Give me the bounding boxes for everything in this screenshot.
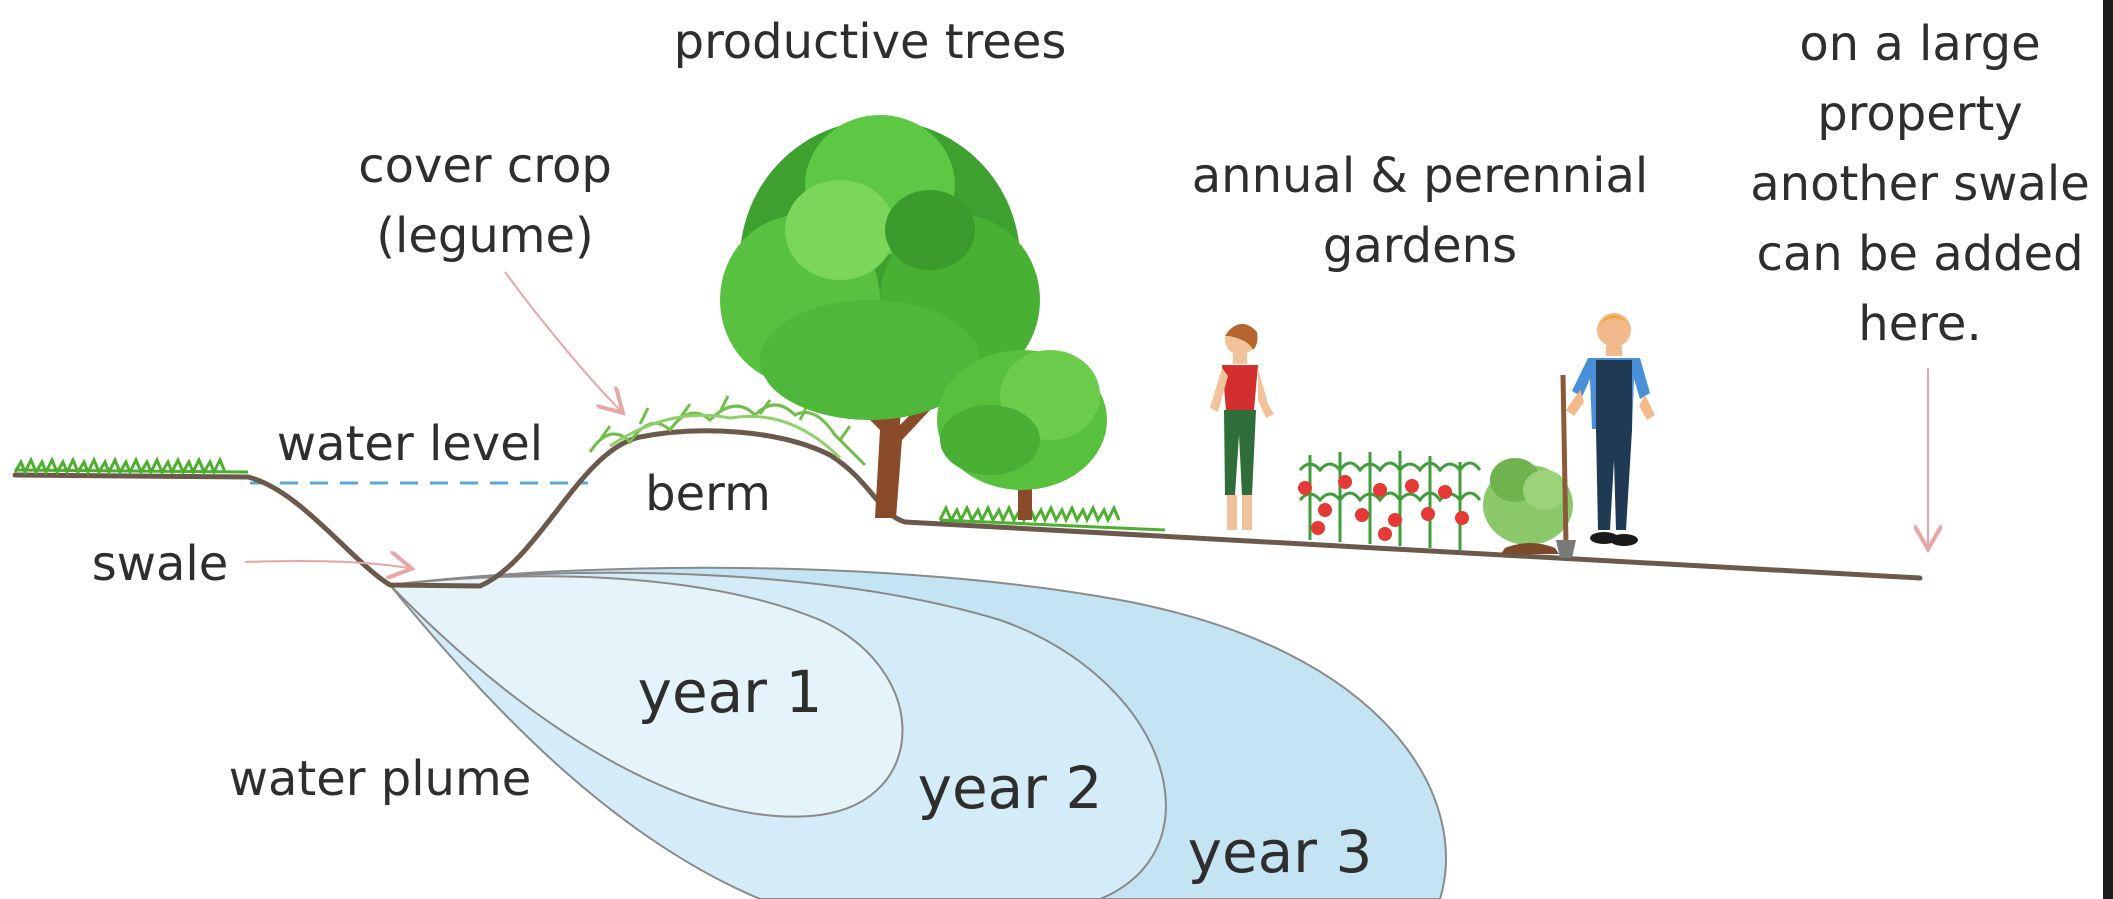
pointer-arrows <box>244 271 1928 568</box>
gardener-woman <box>1210 323 1274 530</box>
window-edge-bar <box>2103 0 2113 899</box>
plume-year-1 <box>387 575 904 818</box>
label-year-3: year 3 <box>1188 818 1373 886</box>
label-water-level: water level <box>277 416 543 472</box>
tomato-plants <box>1298 451 1482 550</box>
label-water-plume: water plume <box>229 751 532 807</box>
productive-tree <box>720 115 1040 518</box>
label-productive-trees: productive trees <box>674 14 1067 70</box>
label-on-a-large: on a large <box>1799 16 2040 72</box>
diagram-labels: productive trees cover crop (legume) ann… <box>92 14 2090 886</box>
swale-arrow <box>244 561 408 568</box>
label-here: here. <box>1858 296 1981 352</box>
grass-left <box>13 456 249 476</box>
garden-bush <box>1483 458 1573 554</box>
gardener-man <box>1556 313 1655 558</box>
label-gardens: gardens <box>1323 218 1517 274</box>
label-annual-perennial: annual & perennial <box>1192 148 1649 204</box>
label-cover-crop: cover crop <box>358 138 612 194</box>
label-another-swale: another swale <box>1750 156 2090 212</box>
cover-crop-plants <box>588 395 867 467</box>
label-legume: (legume) <box>376 208 594 264</box>
label-year-2: year 2 <box>918 754 1103 822</box>
small-tree <box>937 350 1107 520</box>
label-year-1: year 1 <box>638 658 823 726</box>
label-berm: berm <box>645 466 771 522</box>
label-property: property <box>1817 86 2022 142</box>
label-swale: swale <box>92 536 229 592</box>
cover-crop-arrow <box>504 271 620 410</box>
ground-line <box>12 428 1923 589</box>
label-can-be-added: can be added <box>1756 226 2083 282</box>
water-plume <box>387 566 1447 899</box>
